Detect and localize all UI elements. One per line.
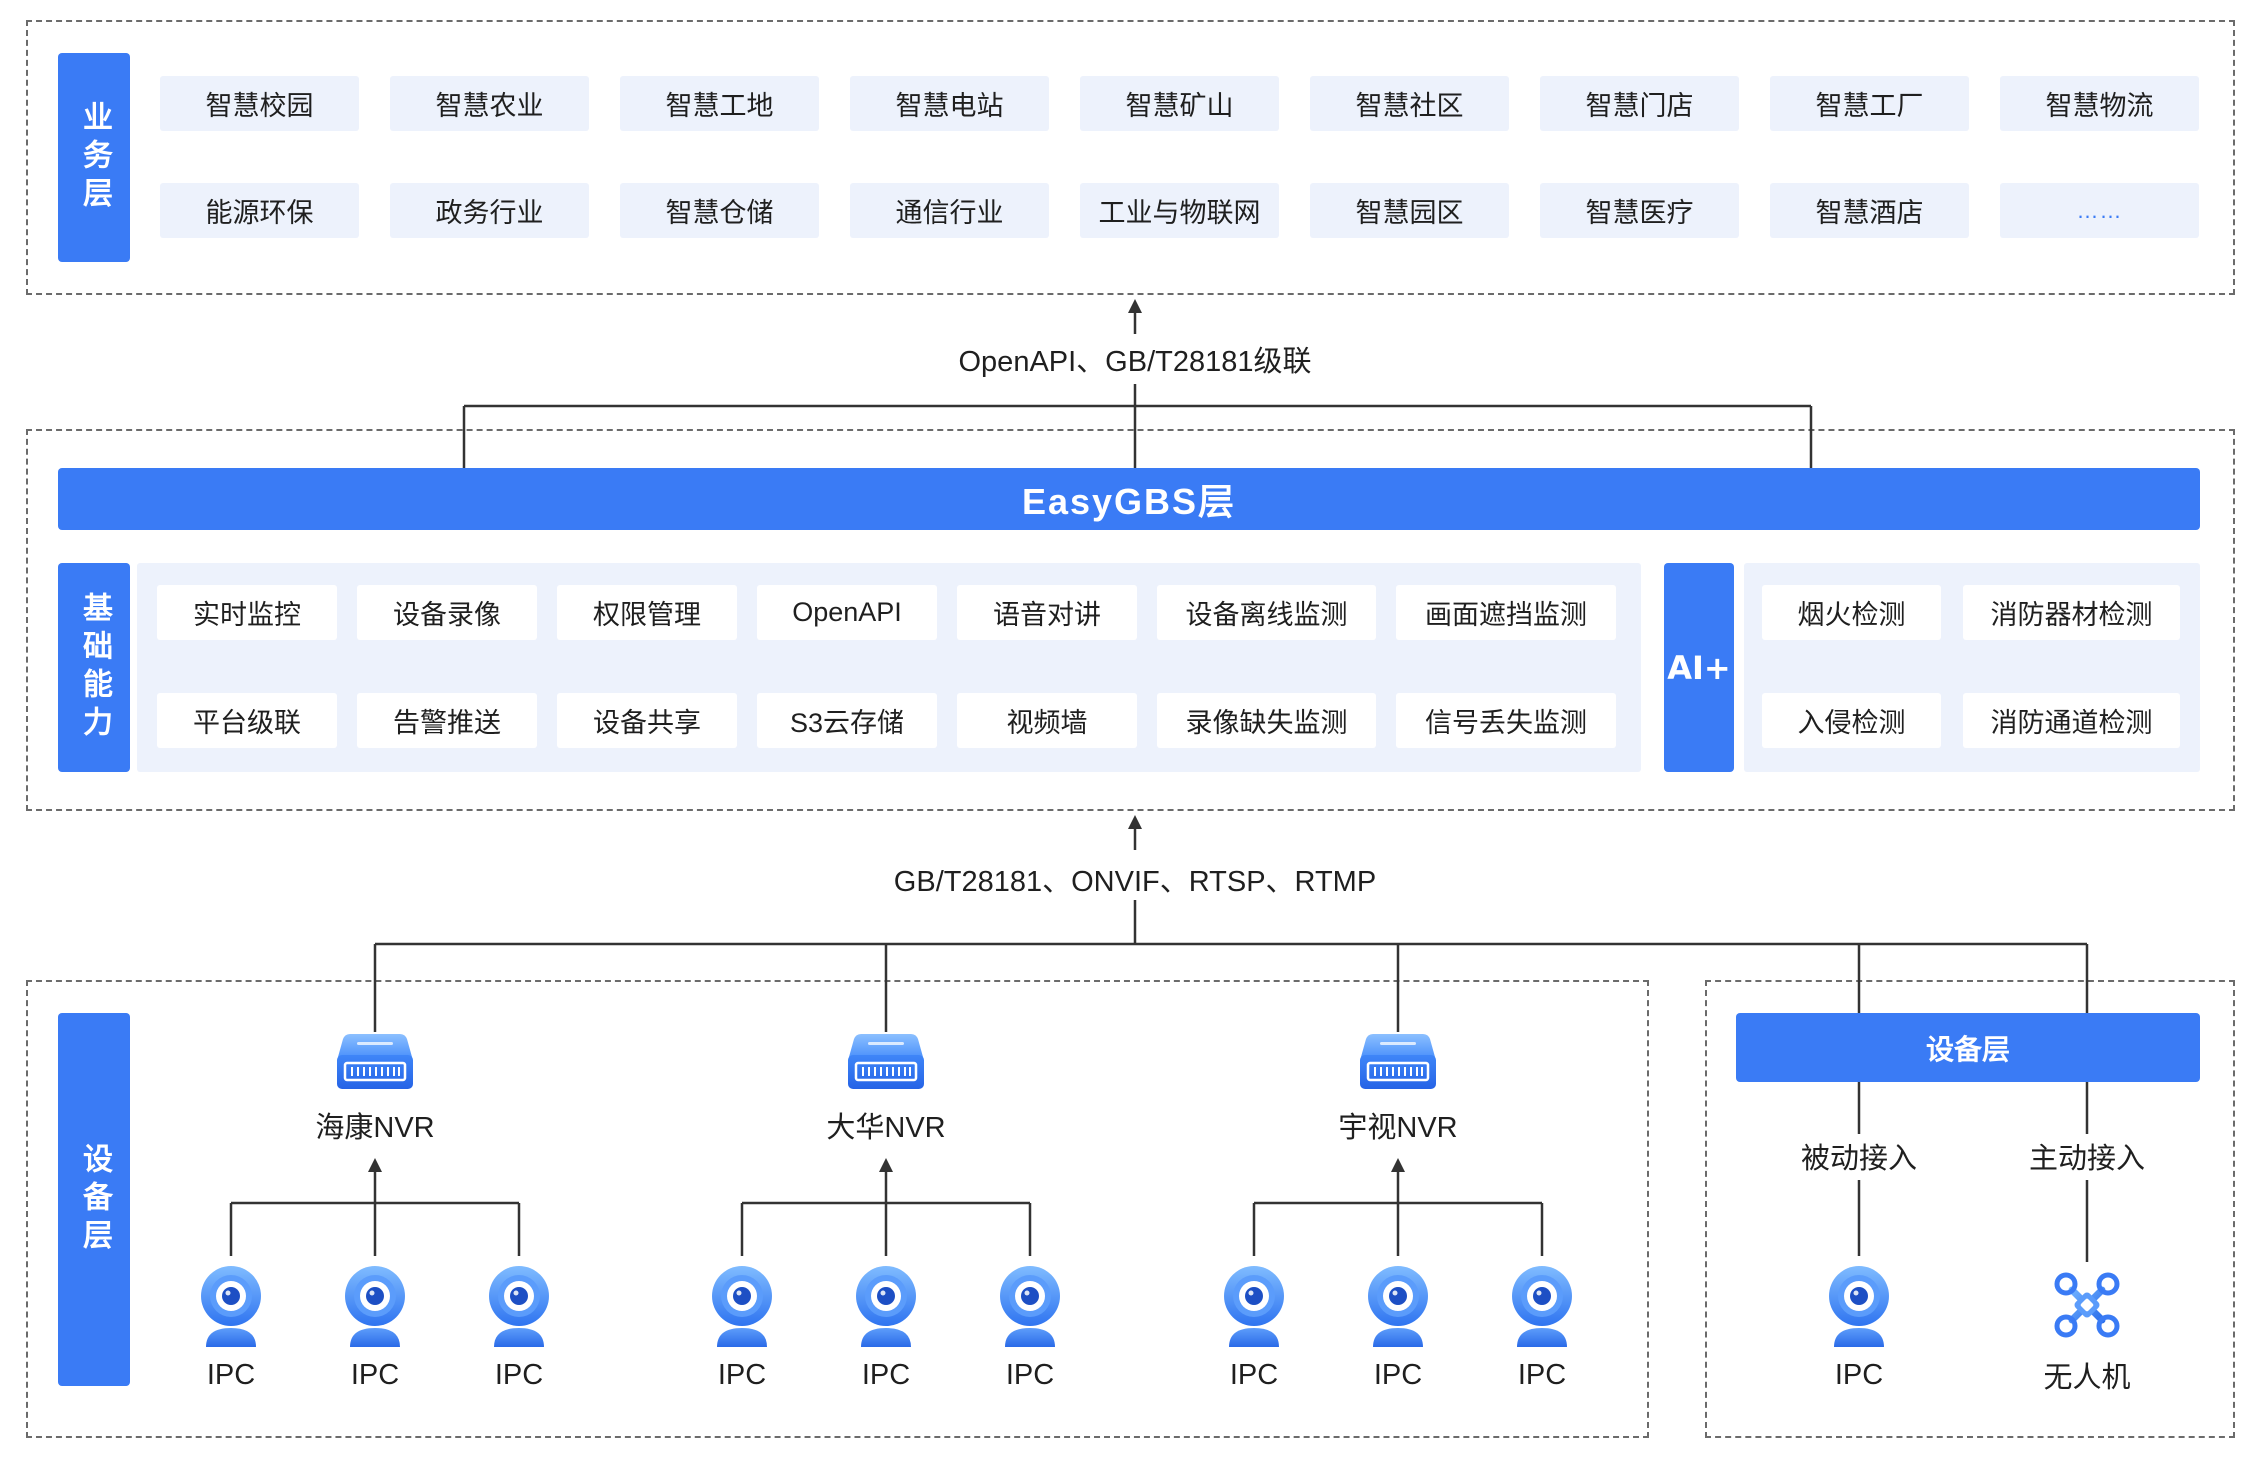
drone-icon <box>2054 1272 2120 1338</box>
nvr-icon <box>335 1031 415 1091</box>
ai-capability-label: AI+ <box>1664 563 1734 772</box>
ai-capability-panel: 烟火检测 消防器材检测 入侵检测 消防通道检测 <box>1744 563 2200 772</box>
base-capability-item: 平台级联 <box>157 693 337 748</box>
camera-label: IPC <box>1373 1358 1423 1391</box>
active-device-label: 无人机 <box>2043 1362 2131 1394</box>
nvr-name: 大华NVR <box>826 1112 946 1144</box>
base-capability-label: 基础能力 <box>58 563 130 772</box>
camera-icon <box>999 1265 1061 1347</box>
business-scenario-item: 智慧农业 <box>390 76 589 131</box>
camera-icon <box>200 1265 262 1347</box>
nvr-name: 海康NVR <box>315 1112 435 1144</box>
lower-link-protocol-label: GB/T28181、ONVIF、RTSP、RTMP <box>893 866 1377 898</box>
platform-layer-title-bar: EasyGBS层 <box>58 468 2200 530</box>
camera-icon <box>1511 1265 1573 1347</box>
device-layer-frame <box>26 980 1649 1438</box>
ai-capability-item: 消防器材检测 <box>1963 585 2180 640</box>
camera-icon <box>344 1265 406 1347</box>
device-access-title-bar: 设备层 <box>1736 1013 2200 1082</box>
business-scenario-item: 政务行业 <box>390 183 589 238</box>
device-access-title: 设备层 <box>1925 1033 2010 1065</box>
business-scenario-item: 智慧矿山 <box>1080 76 1279 131</box>
camera-icon <box>1223 1265 1285 1347</box>
camera-icon <box>855 1265 917 1347</box>
platform-layer-title: EasyGBS层 <box>1021 481 1237 522</box>
camera-label: IPC <box>717 1358 767 1391</box>
ai-capability-item: 入侵检测 <box>1762 693 1941 748</box>
lower-arrow-head <box>1128 815 1142 829</box>
camera-icon <box>1367 1265 1429 1347</box>
business-scenario-item: 智慧门店 <box>1540 76 1739 131</box>
camera-label: IPC <box>1005 1358 1055 1391</box>
base-capability-item: 权限管理 <box>557 585 737 640</box>
business-layer-label-text: 业务层 <box>77 100 112 215</box>
camera-icon <box>1828 1265 1890 1347</box>
base-capability-panel: 实时监控 设备录像 权限管理 OpenAPI 语音对讲 设备离线监测 画面遮挡监… <box>137 563 1641 772</box>
business-scenario-item: 智慧工地 <box>620 76 819 131</box>
ai-capability-label-text: AI+ <box>1667 648 1731 687</box>
base-capability-item: 视频墙 <box>957 693 1137 748</box>
business-scenario-item: 智慧电站 <box>850 76 1049 131</box>
passive-device-label: IPC <box>1834 1358 1884 1391</box>
base-capability-item: 录像缺失监测 <box>1157 693 1376 748</box>
camera-icon <box>711 1265 773 1347</box>
camera-label: IPC <box>861 1358 911 1391</box>
nvr-icon <box>1358 1031 1438 1091</box>
nvr-icon <box>846 1031 926 1091</box>
ai-capability-item: 消防通道检测 <box>1963 693 2180 748</box>
device-access-frame <box>1705 980 2235 1438</box>
base-capability-item: 设备共享 <box>557 693 737 748</box>
base-capability-item: OpenAPI <box>757 585 937 640</box>
business-scenario-item: 能源环保 <box>160 183 359 238</box>
business-layer-label: 业务层 <box>58 53 130 262</box>
camera-label: IPC <box>206 1358 256 1391</box>
device-layer-label-text: 设备层 <box>77 1142 112 1257</box>
camera-icon <box>488 1265 550 1347</box>
business-scenario-item: 智慧物流 <box>2000 76 2199 131</box>
business-scenario-item: 智慧社区 <box>1310 76 1509 131</box>
base-capability-item: 告警推送 <box>357 693 537 748</box>
business-scenario-item: 智慧医疗 <box>1540 183 1739 238</box>
business-scenario-item: 智慧仓储 <box>620 183 819 238</box>
camera-label: IPC <box>1229 1358 1279 1391</box>
base-capability-item: 实时监控 <box>157 585 337 640</box>
base-capability-item: 语音对讲 <box>957 585 1137 640</box>
business-scenario-item: 工业与物联网 <box>1080 183 1279 238</box>
ai-capability-item: 烟火检测 <box>1762 585 1941 640</box>
base-capability-item: 设备录像 <box>357 585 537 640</box>
business-scenario-item: 智慧工厂 <box>1770 76 1969 131</box>
business-scenario-item: 智慧园区 <box>1310 183 1509 238</box>
base-capability-grid: 实时监控 设备录像 权限管理 OpenAPI 语音对讲 设备离线监测 画面遮挡监… <box>157 585 1616 748</box>
more-scenarios-ellipsis: …… <box>2000 183 2199 238</box>
upper-arrow-head <box>1128 299 1142 313</box>
business-scenario-item: 智慧酒店 <box>1770 183 1969 238</box>
business-scenario-item: 智慧校园 <box>160 76 359 131</box>
base-capability-label-text: 基础能力 <box>77 591 112 744</box>
platform-layer-frame <box>26 429 2235 811</box>
ai-capability-grid: 烟火检测 消防器材检测 入侵检测 消防通道检测 <box>1762 585 2180 748</box>
business-scenario-item: 通信行业 <box>850 183 1049 238</box>
upper-link-protocol-label: OpenAPI、GB/T28181级联 <box>958 346 1312 378</box>
camera-label: IPC <box>350 1358 400 1391</box>
active-access-label: 主动接入 <box>2028 1143 2145 1175</box>
camera-label: IPC <box>494 1358 544 1391</box>
device-layer-label: 设备层 <box>58 1013 130 1386</box>
base-capability-item: 信号丢失监测 <box>1396 693 1616 748</box>
business-scenario-grid: 智慧校园 智慧农业 智慧工地 智慧电站 智慧矿山 智慧社区 智慧门店 智慧工厂 … <box>160 76 2199 238</box>
passive-access-label: 被动接入 <box>1800 1143 1917 1175</box>
base-capability-item: S3云存储 <box>757 693 937 748</box>
camera-label: IPC <box>1517 1358 1567 1391</box>
base-capability-item: 画面遮挡监测 <box>1396 585 1616 640</box>
business-layer-frame <box>26 20 2235 295</box>
base-capability-item: 设备离线监测 <box>1157 585 1376 640</box>
nvr-name: 宇视NVR <box>1338 1112 1458 1144</box>
